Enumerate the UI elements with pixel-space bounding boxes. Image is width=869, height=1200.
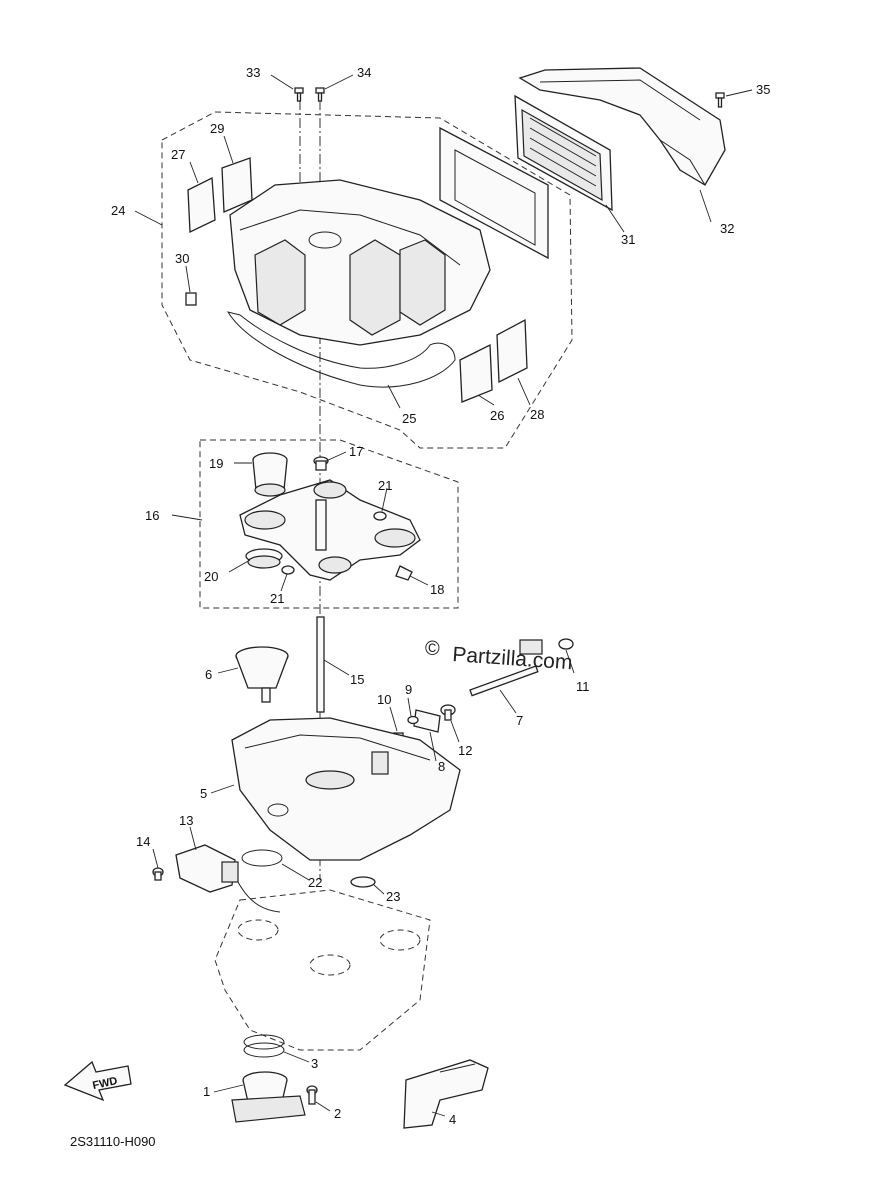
airbox-case-24 bbox=[229, 179, 491, 346]
joint-20 bbox=[245, 548, 283, 569]
cap-21-upper bbox=[373, 511, 387, 521]
callout-21-upper: 21 bbox=[378, 478, 392, 493]
callout-1: 1 bbox=[203, 1084, 210, 1099]
callout-14: 14 bbox=[136, 834, 150, 849]
grommet-17 bbox=[313, 456, 329, 471]
rod-15 bbox=[316, 616, 325, 713]
washer-9 bbox=[407, 715, 419, 725]
airbox-lower-case-5 bbox=[231, 717, 461, 861]
callout-17: 17 bbox=[349, 444, 363, 459]
duct-26 bbox=[459, 343, 493, 403]
duct-27 bbox=[187, 176, 216, 234]
callout-2: 2 bbox=[334, 1106, 341, 1121]
watermark: © Partzilla.com bbox=[425, 638, 573, 674]
throttle-shaft-7 bbox=[469, 639, 543, 697]
callout-18: 18 bbox=[430, 582, 444, 597]
callout-3: 3 bbox=[311, 1056, 318, 1071]
callout-5: 5 bbox=[200, 786, 207, 801]
manifold-plate-16 bbox=[239, 479, 421, 581]
cover-4 bbox=[403, 1059, 489, 1129]
callout-7: 7 bbox=[516, 713, 523, 728]
callout-6: 6 bbox=[205, 667, 212, 682]
callout-4: 4 bbox=[449, 1112, 456, 1127]
cap-21-lower bbox=[281, 565, 295, 575]
callout-31: 31 bbox=[621, 232, 635, 247]
screw-35 bbox=[715, 92, 725, 108]
bolt-12 bbox=[440, 704, 456, 721]
screw-14 bbox=[152, 867, 164, 881]
fwd-label: FWD bbox=[92, 1075, 119, 1092]
callout-16: 16 bbox=[145, 508, 159, 523]
clip-18 bbox=[395, 565, 413, 581]
callout-20: 20 bbox=[204, 569, 218, 584]
callout-34: 34 bbox=[357, 65, 371, 80]
cap-23 bbox=[350, 876, 376, 888]
air-filter-element-31 bbox=[514, 94, 613, 212]
screw-2 bbox=[306, 1085, 318, 1105]
copyright-symbol: © bbox=[425, 638, 440, 660]
callout-27: 27 bbox=[171, 147, 185, 162]
callout-13: 13 bbox=[179, 813, 193, 828]
screw-33 bbox=[294, 87, 304, 102]
callout-33: 33 bbox=[246, 65, 260, 80]
sensor-13 bbox=[175, 844, 281, 913]
drawing-code: 2S31110-H090 bbox=[70, 1134, 156, 1149]
bolt-11 bbox=[558, 638, 574, 650]
callout-8: 8 bbox=[438, 759, 445, 774]
callout-10: 10 bbox=[377, 692, 391, 707]
screw-34 bbox=[315, 87, 325, 102]
funnel-6 bbox=[235, 646, 289, 703]
joint-19 bbox=[252, 452, 288, 497]
callout-24: 24 bbox=[111, 203, 125, 218]
callout-21-lower: 21 bbox=[270, 591, 284, 606]
leader-lines bbox=[134, 74, 753, 1117]
joint-1 bbox=[231, 1071, 306, 1123]
callout-26: 26 bbox=[490, 408, 504, 423]
callout-15: 15 bbox=[350, 672, 364, 687]
callout-29: 29 bbox=[210, 121, 224, 136]
callout-23: 23 bbox=[386, 889, 400, 904]
callout-labels: 1 2 3 4 5 6 7 8 9 10 11 12 13 14 15 16 1… bbox=[111, 65, 770, 1127]
callout-9: 9 bbox=[405, 682, 412, 697]
fwd-arrow: FWD bbox=[63, 1060, 132, 1102]
o-ring-22 bbox=[241, 849, 283, 867]
callout-11: 11 bbox=[576, 679, 590, 694]
callout-12: 12 bbox=[458, 743, 472, 758]
group-outline-airbox bbox=[161, 111, 573, 449]
callout-19: 19 bbox=[209, 456, 223, 471]
airbox-rear-panel bbox=[439, 126, 549, 260]
duct-28 bbox=[496, 318, 528, 384]
callout-28: 28 bbox=[530, 407, 544, 422]
air-duct-cover-32 bbox=[518, 67, 726, 186]
clip-30 bbox=[185, 292, 197, 306]
duct-29 bbox=[221, 157, 253, 213]
callout-22: 22 bbox=[308, 875, 322, 890]
engine-outline bbox=[214, 889, 431, 1051]
callout-32: 32 bbox=[720, 221, 734, 236]
callout-30: 30 bbox=[175, 251, 189, 266]
callout-25: 25 bbox=[402, 411, 416, 426]
clamp-3 bbox=[243, 1034, 285, 1058]
gasket-25 bbox=[226, 311, 456, 388]
callout-35: 35 bbox=[756, 82, 770, 97]
watermark-text: Partzilla.com bbox=[452, 643, 574, 674]
